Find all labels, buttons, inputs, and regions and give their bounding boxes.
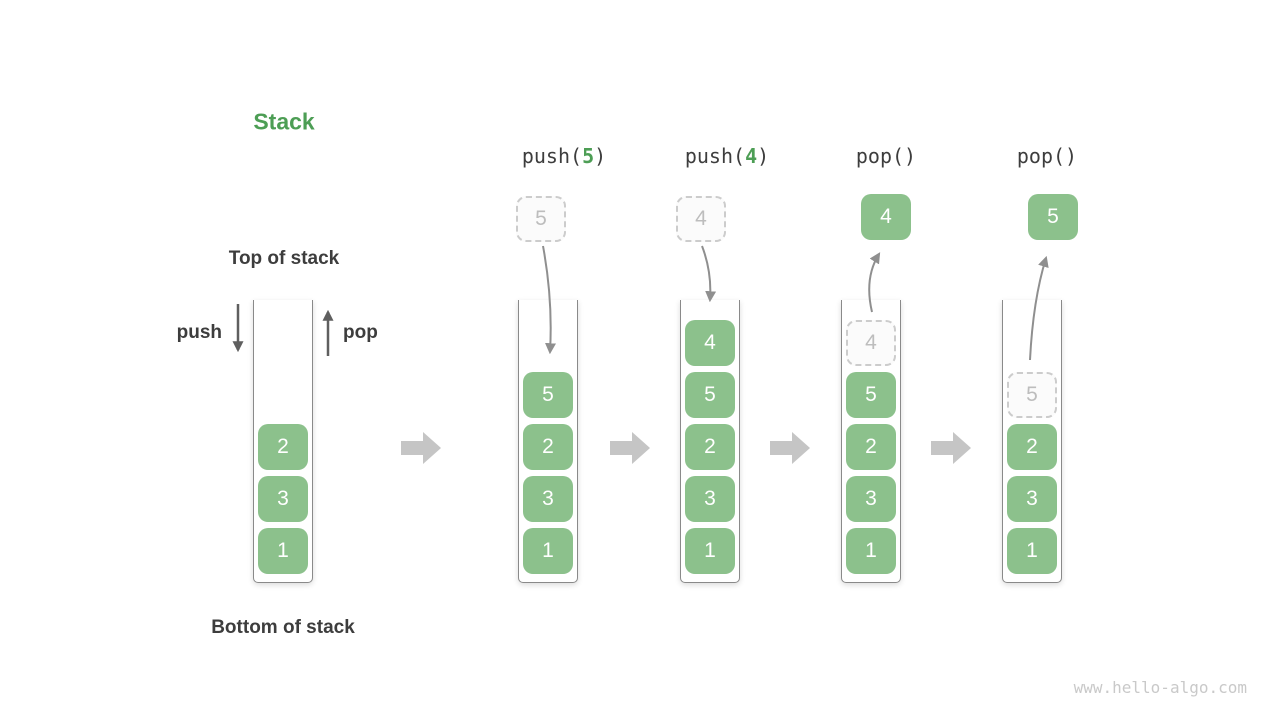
operation-arg-text: 4 xyxy=(745,144,758,168)
next-step-arrow-icon xyxy=(401,432,441,464)
operation-arg-text: 5 xyxy=(582,144,595,168)
push-label: push xyxy=(176,322,222,343)
stack-block: 1 xyxy=(258,528,308,574)
incoming-value-box: 5 xyxy=(516,196,566,242)
popped-value-box: 5 xyxy=(1028,194,1078,240)
push-move-arrow-icon xyxy=(701,245,717,303)
stack-block: 2 xyxy=(523,424,573,470)
stack-block: 3 xyxy=(258,476,308,522)
operation-label-pop1: pop() xyxy=(856,144,916,168)
stack-block: 5 xyxy=(523,372,573,418)
next-step-arrow-icon xyxy=(610,432,650,464)
stack-block: 3 xyxy=(685,476,735,522)
incoming-value-box: 4 xyxy=(676,196,726,242)
operation-label-pop2: pop() xyxy=(1017,144,1077,168)
stack-block: 1 xyxy=(1007,528,1057,574)
stack-block: 5 xyxy=(685,372,735,418)
operation-call-text: pop() xyxy=(855,144,917,168)
stack-block: 2 xyxy=(846,424,896,470)
stack-block: 1 xyxy=(846,528,896,574)
operation-label-push4: push(4) xyxy=(685,144,769,168)
stack-block: 3 xyxy=(1007,476,1057,522)
stack-block: 1 xyxy=(685,528,735,574)
pop-label: pop xyxy=(343,322,378,343)
next-step-arrow-icon xyxy=(931,432,971,464)
operation-call-text: push( xyxy=(684,144,746,168)
removed-block: 5 xyxy=(1007,372,1057,418)
top-of-stack-label: Top of stack xyxy=(228,248,340,269)
watermark: www.hello-algo.com xyxy=(1073,678,1247,697)
next-step-arrow-icon xyxy=(770,432,810,464)
stack-block: 3 xyxy=(523,476,573,522)
removed-block: 4 xyxy=(846,320,896,366)
stack-block: 5 xyxy=(846,372,896,418)
operation-close-text: ) xyxy=(594,144,607,168)
operation-label-push5: push(5) xyxy=(522,144,606,168)
diagram-title: Stack xyxy=(253,108,315,135)
operation-close-text: ) xyxy=(757,144,770,168)
stack-block: 2 xyxy=(258,424,308,470)
operation-call-text: push( xyxy=(521,144,583,168)
stack-block: 3 xyxy=(846,476,896,522)
popped-value-box: 4 xyxy=(861,194,911,240)
stack-block: 1 xyxy=(523,528,573,574)
stack-block: 2 xyxy=(685,424,735,470)
operation-call-text: pop() xyxy=(1016,144,1078,168)
bottom-of-stack-label: Bottom of stack xyxy=(211,617,355,638)
stack-block: 2 xyxy=(1007,424,1057,470)
stack-block: 4 xyxy=(685,320,735,366)
